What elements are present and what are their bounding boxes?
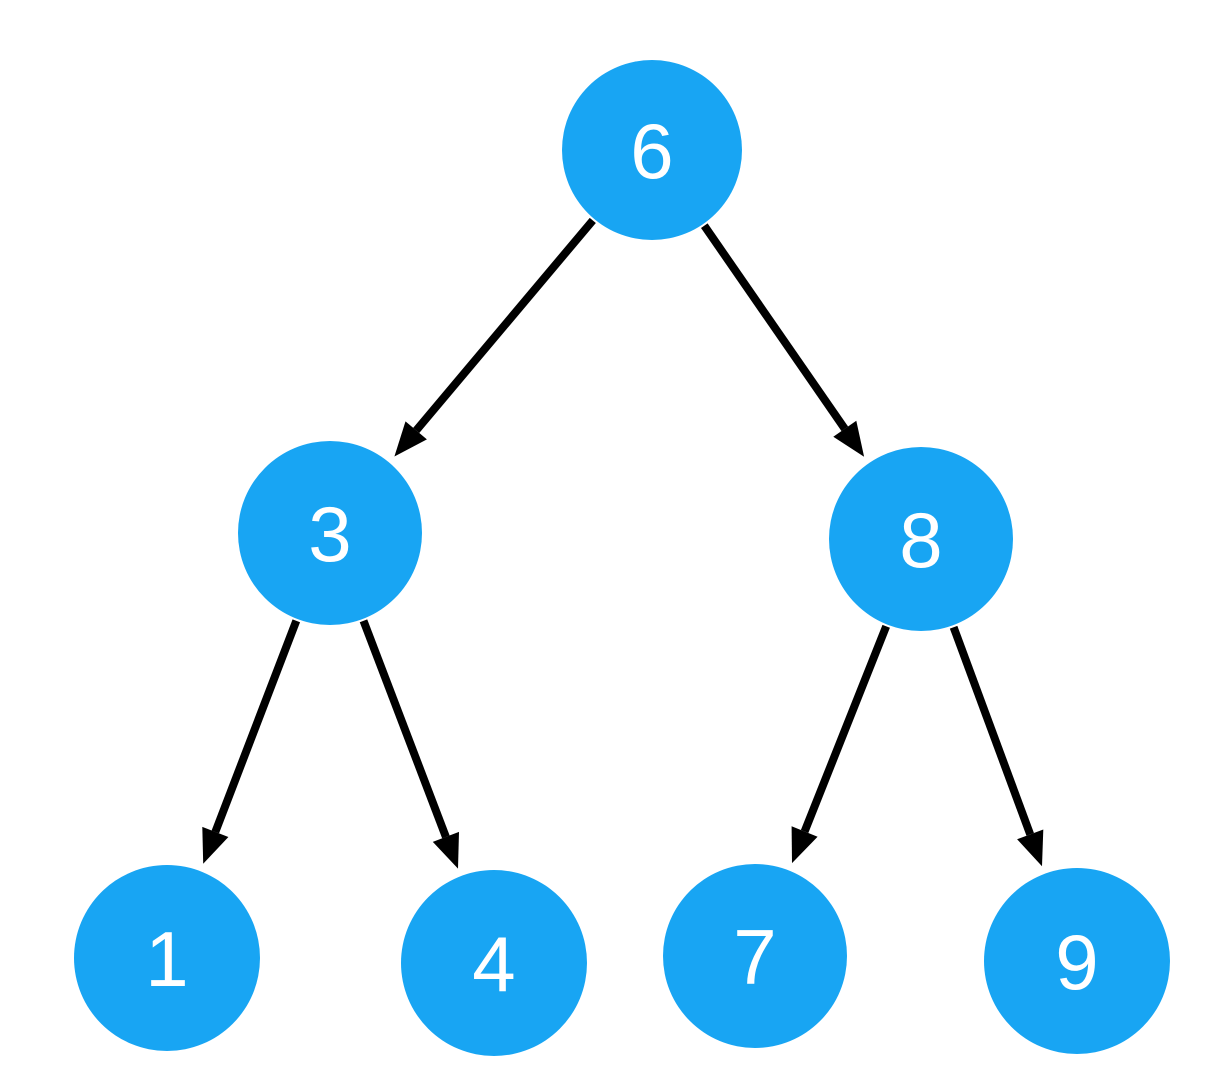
node-label: 6 bbox=[630, 107, 673, 195]
arrowhead-icon bbox=[1017, 829, 1044, 867]
node-circle bbox=[238, 441, 422, 625]
edge-8-9-right bbox=[949, 625, 1044, 867]
node-label: 4 bbox=[472, 920, 515, 1008]
arrowhead-icon bbox=[432, 831, 459, 869]
edge-line bbox=[701, 223, 849, 432]
edge-line bbox=[413, 217, 596, 433]
tree-node-6: 6 bbox=[562, 60, 742, 240]
edge-line bbox=[359, 619, 450, 839]
edge-3-1-left bbox=[202, 619, 301, 864]
tree-node-3: 3 bbox=[238, 441, 422, 625]
edge-line bbox=[800, 624, 890, 833]
tree-node-1: 1 bbox=[74, 865, 260, 1051]
edge-line bbox=[949, 625, 1034, 836]
node-circle bbox=[663, 864, 847, 1048]
tree-node-4: 4 bbox=[401, 870, 587, 1056]
nodes-layer: 6 3 8 1 4 7 9 bbox=[74, 60, 1170, 1056]
edges-layer bbox=[202, 217, 1044, 869]
node-circle bbox=[74, 865, 260, 1051]
edge-6-8-right bbox=[701, 223, 865, 457]
edge-6-3-left bbox=[394, 217, 596, 457]
node-label: 3 bbox=[308, 490, 351, 578]
node-circle bbox=[401, 870, 587, 1056]
node-label: 1 bbox=[145, 915, 188, 1003]
node-circle bbox=[984, 868, 1170, 1054]
arrowhead-icon bbox=[833, 420, 865, 457]
arrowhead-icon bbox=[202, 826, 229, 864]
arrowhead-icon bbox=[791, 826, 818, 864]
node-label: 8 bbox=[899, 496, 942, 584]
tree-node-9: 9 bbox=[984, 868, 1170, 1054]
node-label: 7 bbox=[733, 913, 776, 1001]
node-label: 9 bbox=[1055, 918, 1098, 1006]
tree-node-8: 8 bbox=[829, 447, 1013, 631]
node-circle bbox=[829, 447, 1013, 631]
edge-3-4-right bbox=[359, 619, 459, 869]
tree-node-7: 7 bbox=[663, 864, 847, 1048]
node-circle bbox=[562, 60, 742, 240]
edge-line bbox=[211, 619, 301, 834]
arrowhead-icon bbox=[394, 421, 427, 457]
edge-8-7-left bbox=[791, 624, 890, 864]
